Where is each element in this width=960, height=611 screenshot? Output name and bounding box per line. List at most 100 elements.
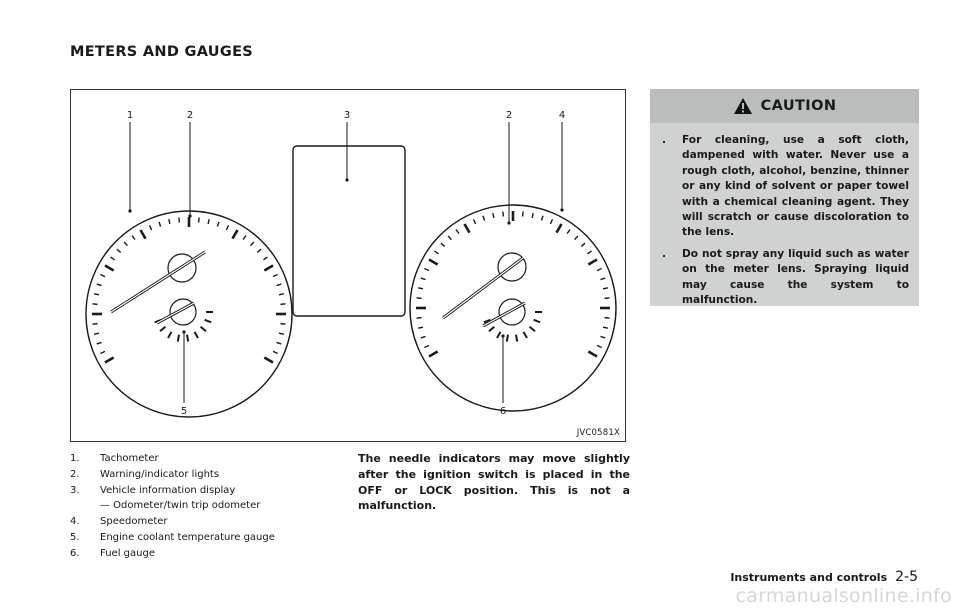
speedometer-tick xyxy=(587,258,598,266)
legend-text: Vehicle information display xyxy=(100,484,236,496)
tachometer-tick xyxy=(272,350,278,355)
callout-number: 2 xyxy=(506,110,512,121)
speedometer-tick xyxy=(440,242,446,247)
speedometer-tick xyxy=(420,335,426,339)
callout-dot xyxy=(560,208,564,212)
coolant-gauge-tick xyxy=(176,334,180,342)
figure-id: JVC0581X xyxy=(576,428,620,438)
tachometer-tick xyxy=(231,229,239,240)
tachometer-tick xyxy=(139,229,147,240)
tachometer-tick xyxy=(92,322,98,325)
callout-legend: 1.Tachometer 2.Warning/indicator lights … xyxy=(70,451,320,562)
tachometer-tick xyxy=(263,264,274,272)
speedometer-tick xyxy=(574,235,579,241)
speedometer-tick xyxy=(602,326,609,329)
speedometer-tick xyxy=(587,250,592,255)
legend-item: 1. Tachometer xyxy=(70,451,320,467)
speedometer-tick xyxy=(447,235,452,241)
legend-text: Engine coolant temperature gauge xyxy=(100,531,275,543)
callout-dot xyxy=(345,178,349,182)
caution-text: Do not spray any liquid such as water on… xyxy=(682,247,909,307)
caution-item: .For cleaning, use a soft cloth, dampene… xyxy=(660,133,909,241)
speedometer-tick xyxy=(596,267,602,272)
tachometer-tick xyxy=(93,332,100,335)
speedometer-tick xyxy=(587,350,598,358)
tachometer-tick xyxy=(100,350,106,355)
speedometer-tick xyxy=(428,350,439,358)
legend-number: 2. xyxy=(70,468,80,480)
speedometer-tick xyxy=(455,229,460,234)
legend-subitem: — Odometer/twin trip odometer xyxy=(70,498,320,514)
speedometer-tick xyxy=(600,335,606,339)
tachometer-tick xyxy=(280,303,286,306)
coolant-gauge-tick xyxy=(186,334,190,342)
tachometer-tick xyxy=(276,341,282,345)
caution-list: .For cleaning, use a soft cloth, dampene… xyxy=(650,123,919,308)
speedometer-tick xyxy=(416,316,422,319)
speedometer-tick xyxy=(416,297,422,300)
tachometer-tick xyxy=(263,356,274,364)
callout-number: 1 xyxy=(127,110,133,121)
legend-item: 2. Warning/indicator lights xyxy=(70,467,320,483)
tachometer-tick xyxy=(100,273,106,278)
tachometer-tick xyxy=(148,225,153,231)
watermark: carmanualsonline.info xyxy=(735,585,952,607)
callout-dot xyxy=(507,221,511,225)
legend-item: 3. Vehicle information display xyxy=(70,483,320,499)
legend-text: Warning/indicator lights xyxy=(100,468,220,480)
tachometer-tick xyxy=(96,283,102,287)
tachometer-tick xyxy=(96,341,102,345)
speedometer-tick xyxy=(531,212,534,219)
callout-number: 6 xyxy=(500,406,506,417)
callout-dot xyxy=(128,209,132,213)
speedometer-dial xyxy=(409,204,617,412)
speedometer-tick xyxy=(604,316,610,319)
tachometer-tick xyxy=(256,248,262,253)
tachometer-tick xyxy=(242,235,247,240)
legend-number: 3. xyxy=(70,484,80,496)
fuel-gauge-hub xyxy=(498,298,526,326)
speedometer-tick xyxy=(472,219,477,225)
tachometer-tick xyxy=(250,241,255,247)
speedometer-tick xyxy=(600,277,606,281)
legend-text: Tachometer xyxy=(100,453,159,464)
legend-item: 5.Engine coolant temperature gauge xyxy=(70,530,320,546)
legend-number: 6. xyxy=(70,547,80,559)
fuel-gauge-tick xyxy=(483,318,491,324)
bullet: . xyxy=(662,247,667,260)
speedometer-tick xyxy=(580,242,586,247)
caution-item: . Do not spray any liquid such as water o… xyxy=(660,247,909,309)
page-number: 2-5 xyxy=(895,569,918,585)
coolant-gauge-tick xyxy=(193,331,199,339)
callout-dot xyxy=(188,214,192,218)
legend-item: 4.Speedometer xyxy=(70,514,320,530)
tachometer-tick xyxy=(216,221,220,227)
coolant-gauge-needle-inner xyxy=(156,302,195,324)
vehicle-information-display xyxy=(292,145,406,317)
warning-triangle-icon xyxy=(733,98,752,114)
caution-box: CAUTION .For cleaning, use a soft cloth,… xyxy=(650,89,919,306)
tachometer-tick xyxy=(104,356,115,364)
caution-header: CAUTION xyxy=(650,89,919,123)
tachometer-tick xyxy=(168,218,171,225)
coolant-gauge-tick xyxy=(159,326,167,333)
tachometer-needle-inner xyxy=(110,251,206,313)
speedometer-tick xyxy=(596,344,602,349)
speedometer-tick xyxy=(549,219,554,225)
speedometer-tick xyxy=(566,229,571,234)
callout-number: 5 xyxy=(181,406,187,417)
tachometer-dial xyxy=(85,210,293,418)
fuel-gauge-tick xyxy=(505,334,509,342)
fuel-gauge-tick xyxy=(522,331,528,339)
callout-dot xyxy=(182,330,186,334)
caution-title: CAUTION xyxy=(760,98,837,114)
tachometer-tick xyxy=(93,293,100,296)
legend-number: 1. xyxy=(70,453,80,464)
section-title: METERS AND GAUGES xyxy=(70,44,254,60)
speedometer-tick xyxy=(555,223,563,234)
tachometer-tick xyxy=(207,218,210,225)
callout-number: 4 xyxy=(559,110,565,121)
speedometer-tick xyxy=(417,287,424,290)
speedometer-tick xyxy=(540,215,544,221)
